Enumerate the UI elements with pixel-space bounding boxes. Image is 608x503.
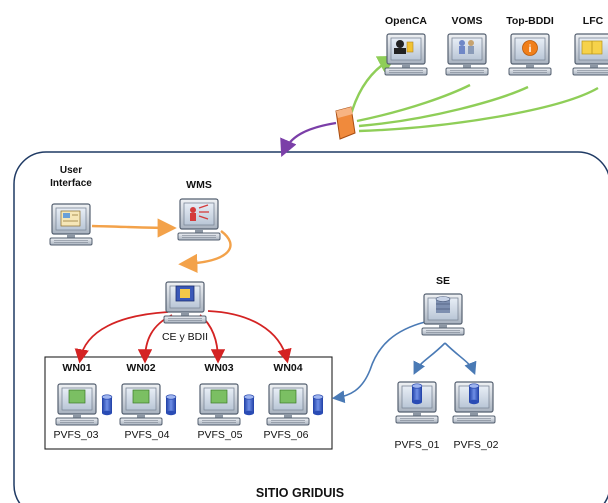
info-icon: i: [522, 40, 538, 56]
file-catalog-icon: [581, 40, 603, 55]
worker-node-wn04: WN04 PVFS_06: [264, 362, 324, 441]
ce-label: CE y BDII: [162, 331, 208, 343]
link-ce-wn04: [207, 310, 292, 364]
node-ce-bdii: CE y BDII: [162, 281, 208, 343]
openca-label: OpenCA: [385, 15, 427, 27]
worker-node-icon: [279, 389, 297, 404]
worker-node-icon: [210, 389, 228, 404]
link-ui-wms: [91, 218, 177, 238]
link-se-pvfs02: [444, 342, 477, 375]
people-group-icon: [459, 40, 474, 54]
storage-cylinder-icon: [468, 383, 480, 405]
storage-cylinder-icon: [243, 394, 255, 416]
storage-cylinder-icon: [411, 383, 423, 405]
cluster-title: SITIO GRIDUIS: [256, 486, 344, 500]
storage-label: PVFS_01: [395, 439, 440, 451]
worker-node-wn01: WN01 PVFS_03: [54, 362, 113, 441]
service-topbddi: Top-BDDI i: [506, 15, 554, 76]
wn-storage: PVFS_04: [125, 429, 170, 441]
link-firewall-openca: [348, 55, 398, 119]
se-label: SE: [436, 275, 450, 287]
service-openca: OpenCA: [384, 15, 428, 76]
chip-icon: [175, 285, 195, 302]
service-voms: VOMS: [445, 15, 489, 76]
link-firewall-lfc: [358, 86, 599, 133]
wn-name: WN01: [62, 362, 91, 374]
firewall-icon: [335, 106, 356, 140]
database-icon: [435, 296, 451, 313]
link-ce-wn01: [74, 311, 169, 364]
worker-node-wn03: WN03 PVFS_05: [197, 362, 255, 441]
wn-name: WN04: [273, 362, 302, 374]
link-se-pvfs01: [413, 342, 446, 375]
storage-node-pvfs02: PVFS_02: [452, 381, 499, 451]
wn-storage: PVFS_06: [264, 429, 309, 441]
link-se-wnbox: [331, 321, 426, 404]
wn-storage: PVFS_05: [198, 429, 243, 441]
node-se: SE: [421, 275, 465, 336]
storage-cylinder-icon: [165, 394, 177, 416]
link-wms-ce: [178, 230, 232, 273]
svg-text:i: i: [529, 44, 532, 55]
link-firewall-topbddi: [358, 85, 529, 128]
link-firewall-cluster: [280, 121, 337, 158]
storage-label: PVFS_02: [454, 439, 499, 451]
topbddi-label: Top-BDDI: [506, 15, 554, 27]
worker-node-wn02: WN02 PVFS_04: [119, 362, 177, 441]
cluster-boundary: [13, 151, 608, 503]
service-lfc: LFC: [572, 15, 608, 76]
storage-cylinder-icon: [312, 394, 324, 416]
voms-label: VOMS: [452, 15, 483, 27]
node-wms: WMS: [177, 179, 221, 241]
worker-node-icon: [68, 389, 86, 404]
lfc-label: LFC: [583, 15, 604, 27]
link-firewall-voms: [356, 83, 471, 123]
ui-label-line2: Interface: [50, 178, 92, 189]
user-interface-icon: [60, 210, 81, 227]
storage-cylinder-icon: [101, 394, 113, 416]
wn-name: WN02: [126, 362, 155, 374]
node-user-interface: User Interface: [49, 165, 93, 246]
wn-name: WN03: [204, 362, 233, 374]
wn-storage: PVFS_03: [54, 429, 99, 441]
ui-label-line1: User: [60, 165, 82, 176]
certificate-person-icon: [394, 40, 414, 54]
storage-node-pvfs01: PVFS_01: [395, 381, 440, 451]
worker-node-icon: [132, 389, 150, 404]
workload-manager-icon: [190, 204, 209, 221]
wms-label: WMS: [186, 179, 212, 191]
